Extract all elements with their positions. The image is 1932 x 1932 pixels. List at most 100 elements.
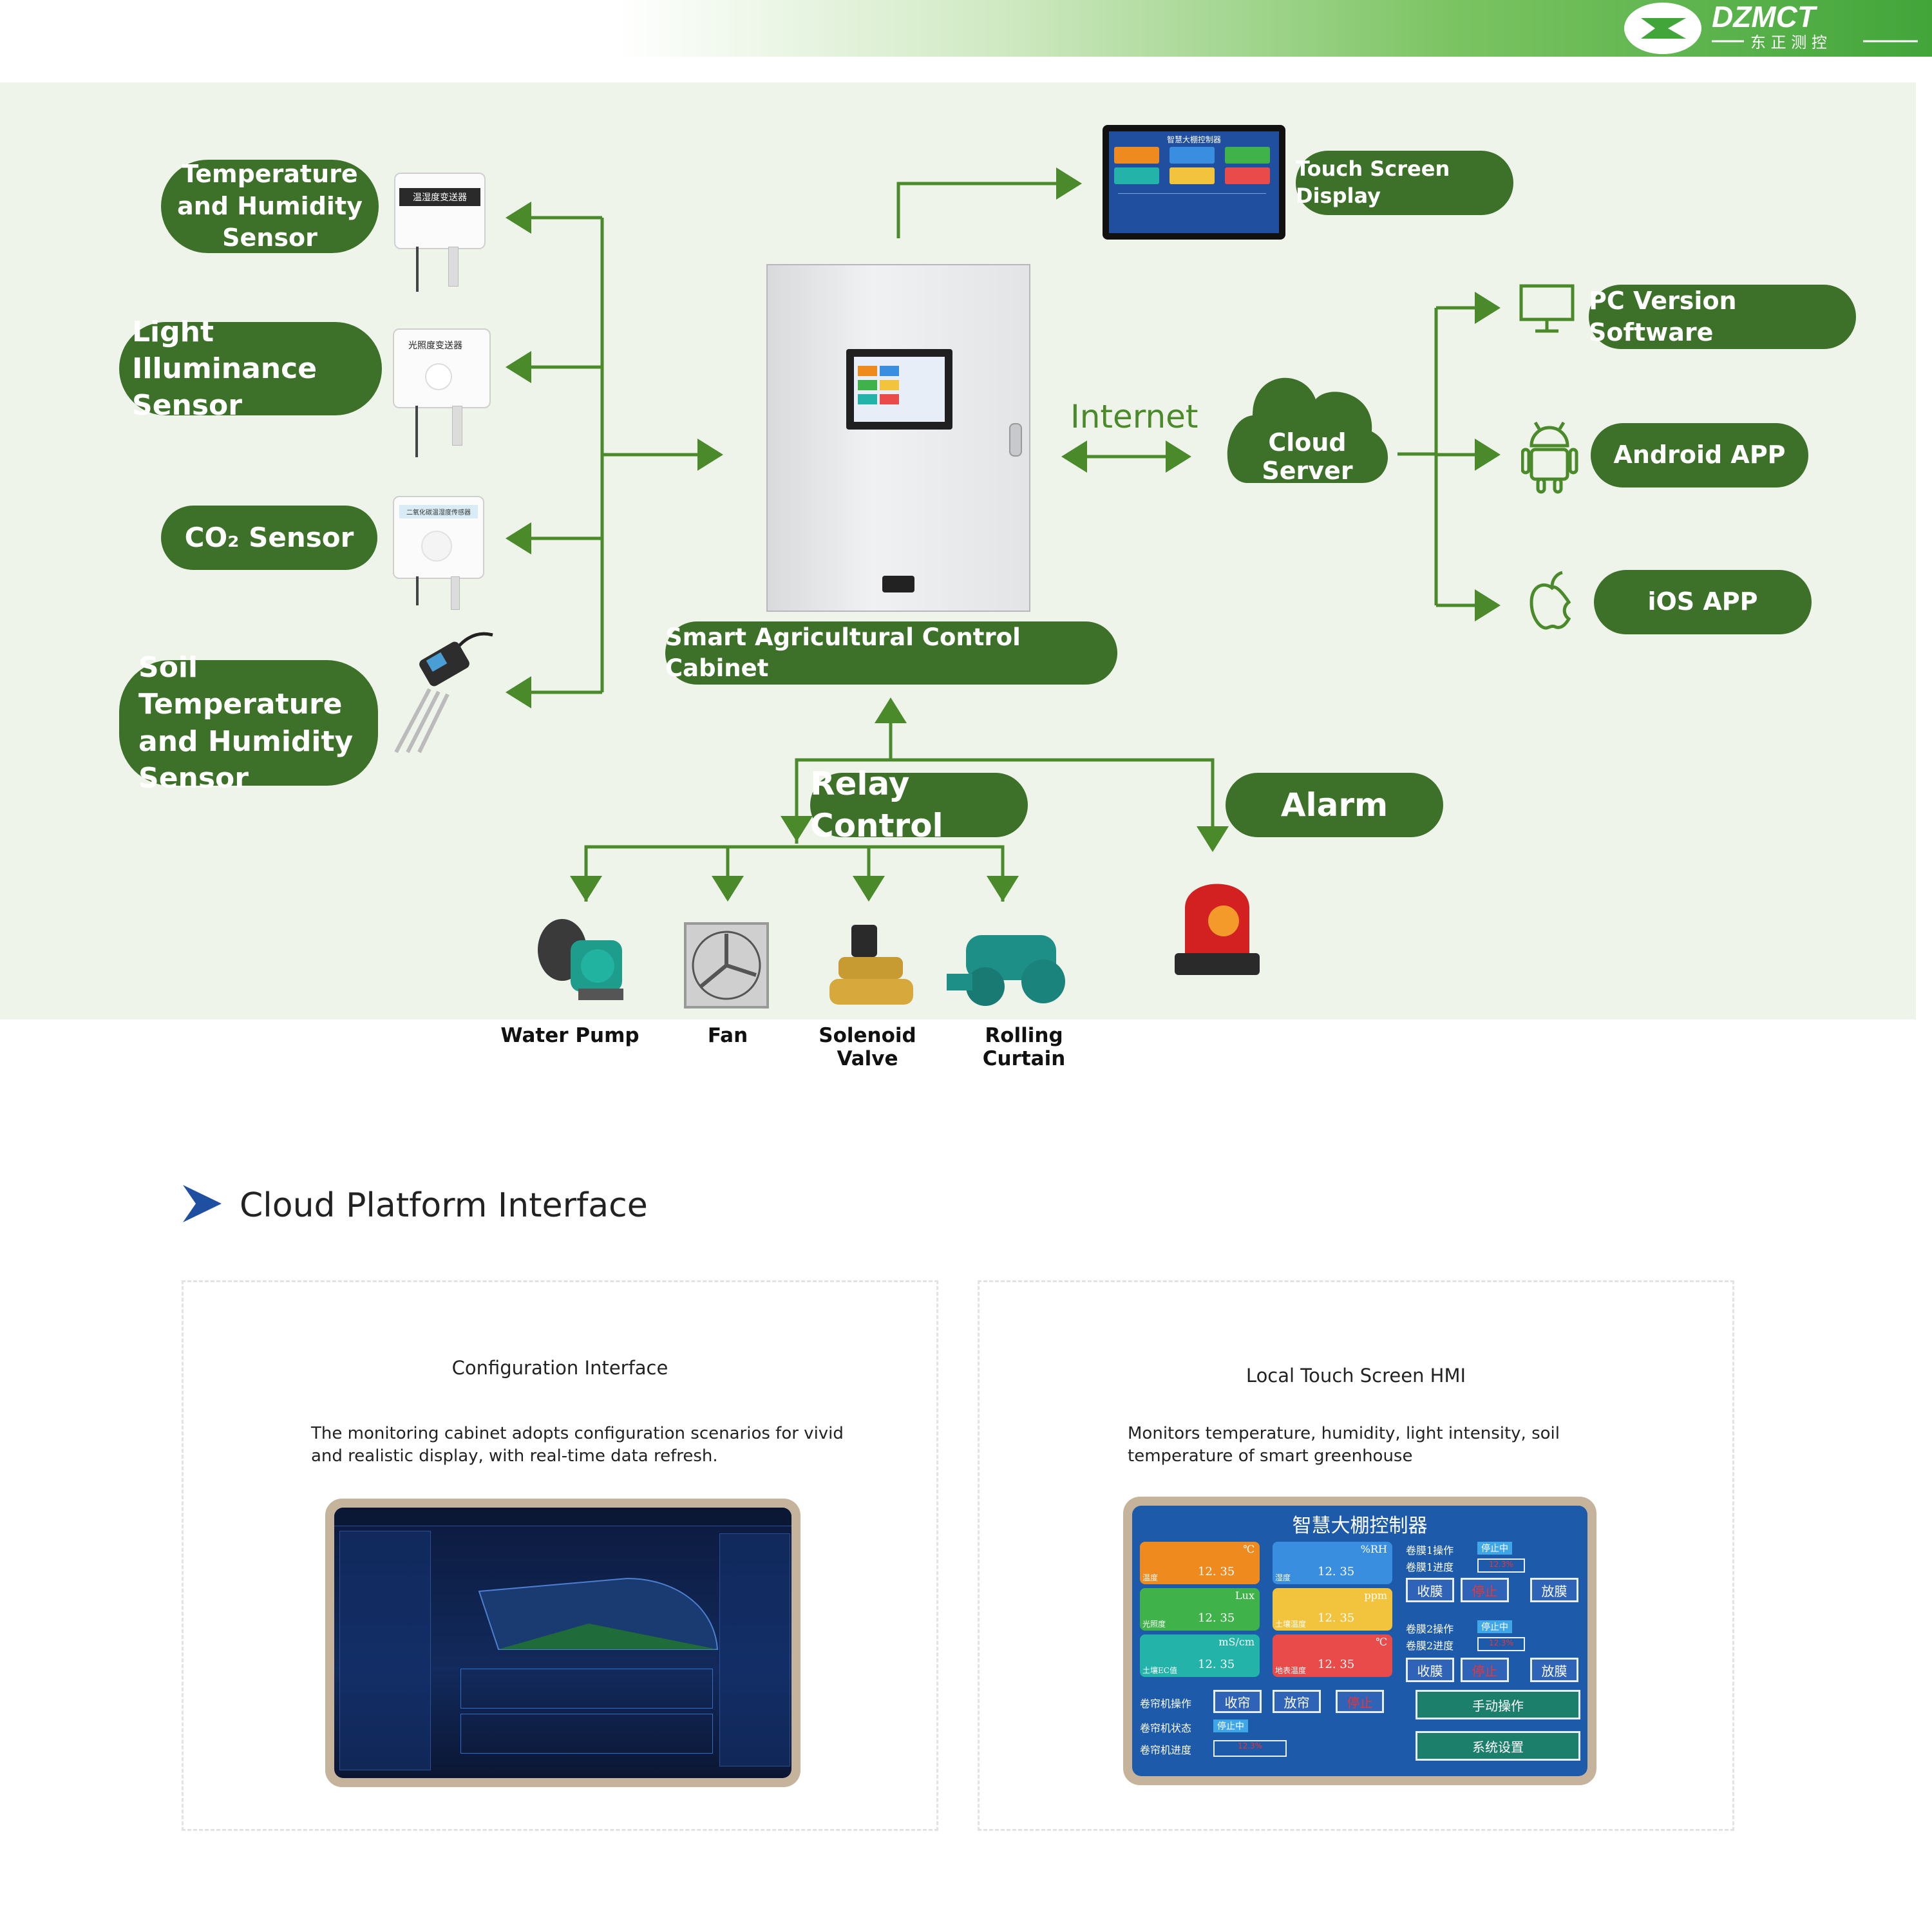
temp-humidity-sensor-device: 温湿度变送器 — [394, 173, 486, 249]
rolling-curtain-image — [947, 935, 1065, 1006]
card-title: Configuration Interface — [451, 1357, 668, 1379]
cabinet-label-text: Smart Agricultural Control Cabinet — [665, 623, 1021, 682]
sensor-label-text: Temperature and Humidity Sensor — [177, 160, 363, 252]
relay-control-label: Relay Control — [810, 765, 1028, 844]
hmi-reading-temperature: ℃ 12. 35 温度 — [1140, 1542, 1260, 1584]
section-arrow-icon — [183, 1185, 222, 1222]
sensor-label-text: Soil Temperature and Humidity Sensor — [138, 651, 354, 795]
relay-control-text: Relay Control — [810, 765, 943, 844]
cabinet-handle — [1009, 423, 1022, 457]
client-label-text: iOS APP — [1647, 587, 1758, 616]
apple-icon — [1530, 571, 1571, 630]
brand-logo[interactable]: DZMCT 东 正 测 控 — [1622, 0, 1924, 57]
sensor-cable — [415, 406, 418, 457]
hmi-film2-op-label: 卷膜2操作 — [1406, 1623, 1454, 1635]
sensor-label-co2: CO₂ Sensor — [161, 506, 377, 570]
device-caption: 温湿度变送器 — [399, 188, 480, 206]
sensor-label-text: Light Illuminance Sensor — [132, 315, 317, 422]
alarm-light-image — [1175, 884, 1260, 975]
soil-sensor-device — [394, 632, 493, 753]
solenoid-valve-image — [829, 925, 913, 1005]
monitor-icon — [1519, 284, 1575, 333]
hmi-curtain-status: 停止中 — [1213, 1719, 1248, 1732]
touch-screen-image: 智慧大棚控制器 — [1103, 125, 1285, 240]
sensor-cable — [416, 247, 419, 292]
water-pump-image — [538, 919, 623, 1000]
hmi-curtain-stop-button[interactable]: 停止 — [1336, 1690, 1384, 1713]
hmi-film1-progress: 12.3% — [1477, 1558, 1525, 1573]
hmi-tablet-image: 智慧大棚控制器 ℃ 12. 35 温度 %RH 12. 35 湿度 Lux 12… — [1123, 1497, 1596, 1785]
hmi-title: 智慧大棚控制器 — [1292, 1515, 1428, 1537]
card-title: Local Touch Screen HMI — [1245, 1365, 1466, 1387]
sensor-probe — [448, 247, 459, 287]
hmi-manual-button[interactable]: 手动操作 — [1416, 1690, 1580, 1719]
hmi-reading-soil-temperature: ppm 12. 35 土壤温度 — [1273, 1588, 1392, 1631]
client-label-text: PC Version Software — [1589, 286, 1737, 346]
control-cabinet-image — [766, 264, 1030, 612]
hmi-curtain-progress: 12.3% — [1213, 1740, 1287, 1757]
configuration-tablet-image — [325, 1499, 800, 1787]
client-label-android: Android APP — [1591, 423, 1808, 488]
client-label-pc: PC Version Software — [1589, 285, 1856, 349]
hmi-film2-stop-button[interactable]: 停止 — [1461, 1658, 1509, 1682]
hmi-reading-soil-ec: mS/cm 12. 35 土壤EC值 — [1140, 1634, 1260, 1677]
card-description: Monitors temperature, humidity, light in… — [1128, 1424, 1560, 1466]
hmi-film2-progress: 12.3% — [1477, 1637, 1525, 1651]
alarm-label: Alarm — [1226, 773, 1443, 837]
device-caption: 光照度变送器 — [408, 341, 462, 351]
hmi-reading-surface-temperature: ℃ 12. 35 地表温度 — [1273, 1634, 1392, 1677]
section-title: Cloud Platform Interface — [240, 1186, 648, 1225]
co2-vent — [421, 531, 452, 562]
hmi-film1-close-button[interactable]: 收膜 — [1406, 1578, 1454, 1602]
actuator-label-solenoid-valve: Solenoid Valve — [819, 1024, 916, 1070]
sensor-probe — [452, 406, 462, 446]
internet-label: Internet — [1070, 398, 1198, 435]
hmi-film1-status: 停止中 — [1477, 1542, 1512, 1555]
hmi-film1-op-label: 卷膜1操作 — [1406, 1544, 1454, 1557]
alarm-text: Alarm — [1280, 786, 1388, 824]
cabinet-hmi-screen — [846, 349, 952, 430]
hmi-curtain-status-label: 卷帘机状态 — [1140, 1722, 1192, 1734]
card-local-touch-screen-hmi: Local Touch Screen HMI Monitors temperat… — [978, 1280, 1734, 1831]
cloud-server-label: Cloud Server — [1262, 428, 1353, 485]
header-banner — [0, 0, 1932, 57]
sensor-label-light: Light Illuminance Sensor — [119, 316, 382, 422]
sensor-cable — [416, 576, 419, 605]
actuator-label-water-pump: Water Pump — [500, 1024, 639, 1047]
co2-sensor-device: 二氧化碳温湿度传感器 — [393, 496, 484, 579]
cabinet-label: Smart Agricultural Control Cabinet — [665, 621, 1117, 685]
hmi-curtain-op-label: 卷帘机操作 — [1140, 1698, 1192, 1710]
hmi-film2-status: 停止中 — [1477, 1620, 1512, 1633]
hmi-film1-open-button[interactable]: 放膜 — [1530, 1578, 1578, 1602]
hmi-film2-prog-label: 卷膜2进度 — [1406, 1640, 1454, 1652]
android-icon — [1521, 421, 1578, 494]
light-dome — [425, 363, 452, 390]
hmi-curtain-prog-label: 卷帘机进度 — [1140, 1744, 1192, 1756]
hmi-film1-stop-button[interactable]: 停止 — [1461, 1578, 1509, 1602]
hmi-reading-humidity: %RH 12. 35 湿度 — [1273, 1542, 1392, 1584]
card-configuration-interface: Configuration Interface The monitoring c… — [182, 1280, 938, 1831]
hmi-settings-button[interactable]: 系统设置 — [1416, 1731, 1580, 1761]
sensor-label-soil: Soil Temperature and Humidity Sensor — [119, 651, 378, 795]
hmi-film2-close-button[interactable]: 收膜 — [1406, 1658, 1454, 1682]
hmi-film2-open-button[interactable]: 放膜 — [1530, 1658, 1578, 1682]
hmi-reading-light: Lux 12. 35 光照度 — [1140, 1588, 1260, 1631]
cloud-server-shape — [1227, 377, 1388, 483]
connector-lines — [506, 167, 1501, 902]
fan-image — [684, 922, 769, 1009]
sensor-label-temp-humidity: Temperature and Humidity Sensor — [161, 160, 379, 253]
actuator-label-fan: Fan — [707, 1024, 748, 1047]
client-label-ios: iOS APP — [1594, 570, 1812, 634]
hmi-film1-prog-label: 卷膜1进度 — [1406, 1561, 1454, 1573]
client-label-text: Android APP — [1613, 440, 1786, 469]
sensor-probe — [451, 576, 460, 610]
touch-screen-label-text: Touch Screen Display — [1296, 156, 1450, 208]
svg-text:DZMCT: DZMCT — [1712, 0, 1818, 33]
touch-screen-title: 智慧大棚控制器 — [1166, 135, 1221, 144]
touch-screen-label: Touch Screen Display — [1296, 151, 1513, 215]
hmi-curtain-close-button[interactable]: 收帘 — [1213, 1690, 1262, 1713]
card-description: The monitoring cabinet adopts configurat… — [311, 1424, 844, 1466]
hmi-curtain-open-button[interactable]: 放帘 — [1273, 1690, 1321, 1713]
svg-text:东 正 测 控: 东 正 测 控 — [1750, 33, 1827, 52]
device-caption: 二氧化碳温湿度传感器 — [399, 505, 478, 518]
